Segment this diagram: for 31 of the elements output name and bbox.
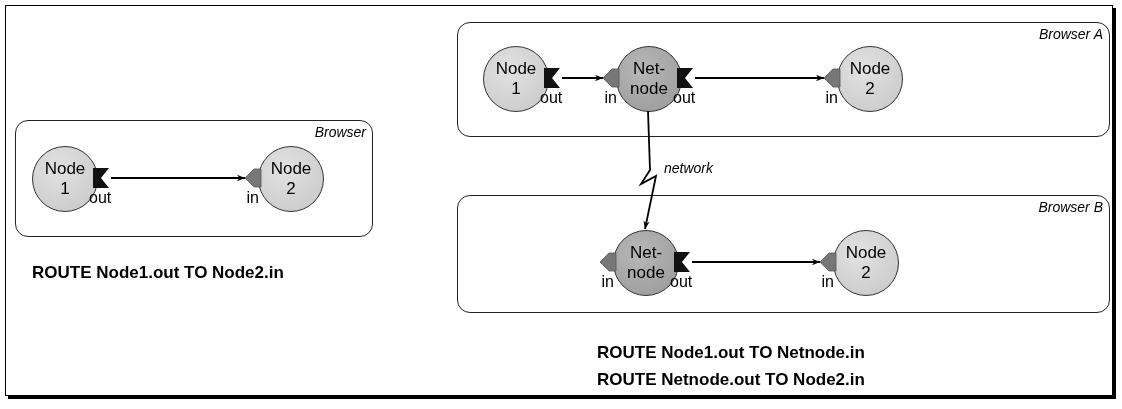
port-label: in (821, 273, 834, 291)
node-label: Net- node (626, 243, 666, 283)
port-label: out (670, 273, 693, 291)
panel-title: Browser B (1038, 199, 1103, 215)
arrow (561, 74, 604, 82)
port-label: out (673, 89, 696, 107)
route-statement: ROUTE Node1.out TO Node2.in (32, 263, 284, 283)
node-label: Node 1 (494, 59, 538, 99)
browser-panel (457, 22, 1110, 137)
port-label: in (604, 89, 617, 107)
node-label: Net- node (629, 59, 669, 99)
node-label: Node 2 (848, 59, 892, 99)
panel-title: Browser A (1038, 26, 1103, 42)
node-label: Node 2 (269, 159, 313, 199)
port-label: in (246, 189, 259, 207)
port-label: out (89, 189, 112, 207)
node-label: Node 2 (844, 243, 888, 283)
arrow (691, 258, 821, 266)
node-label: Node 1 (43, 159, 87, 199)
arrow (638, 110, 658, 230)
port-label: in (601, 273, 614, 291)
panel-title: Browser (314, 124, 366, 140)
edge-label: network (662, 160, 716, 176)
route-statement: ROUTE Node1.out TO Netnode.in (597, 343, 865, 363)
browser-panel (15, 120, 373, 237)
port-label: in (825, 89, 838, 107)
route-statement: ROUTE Netnode.out TO Node2.in (597, 370, 865, 390)
arrow (110, 174, 246, 182)
browser-panel (457, 195, 1110, 313)
arrow (694, 74, 825, 82)
port-label: out (540, 89, 563, 107)
